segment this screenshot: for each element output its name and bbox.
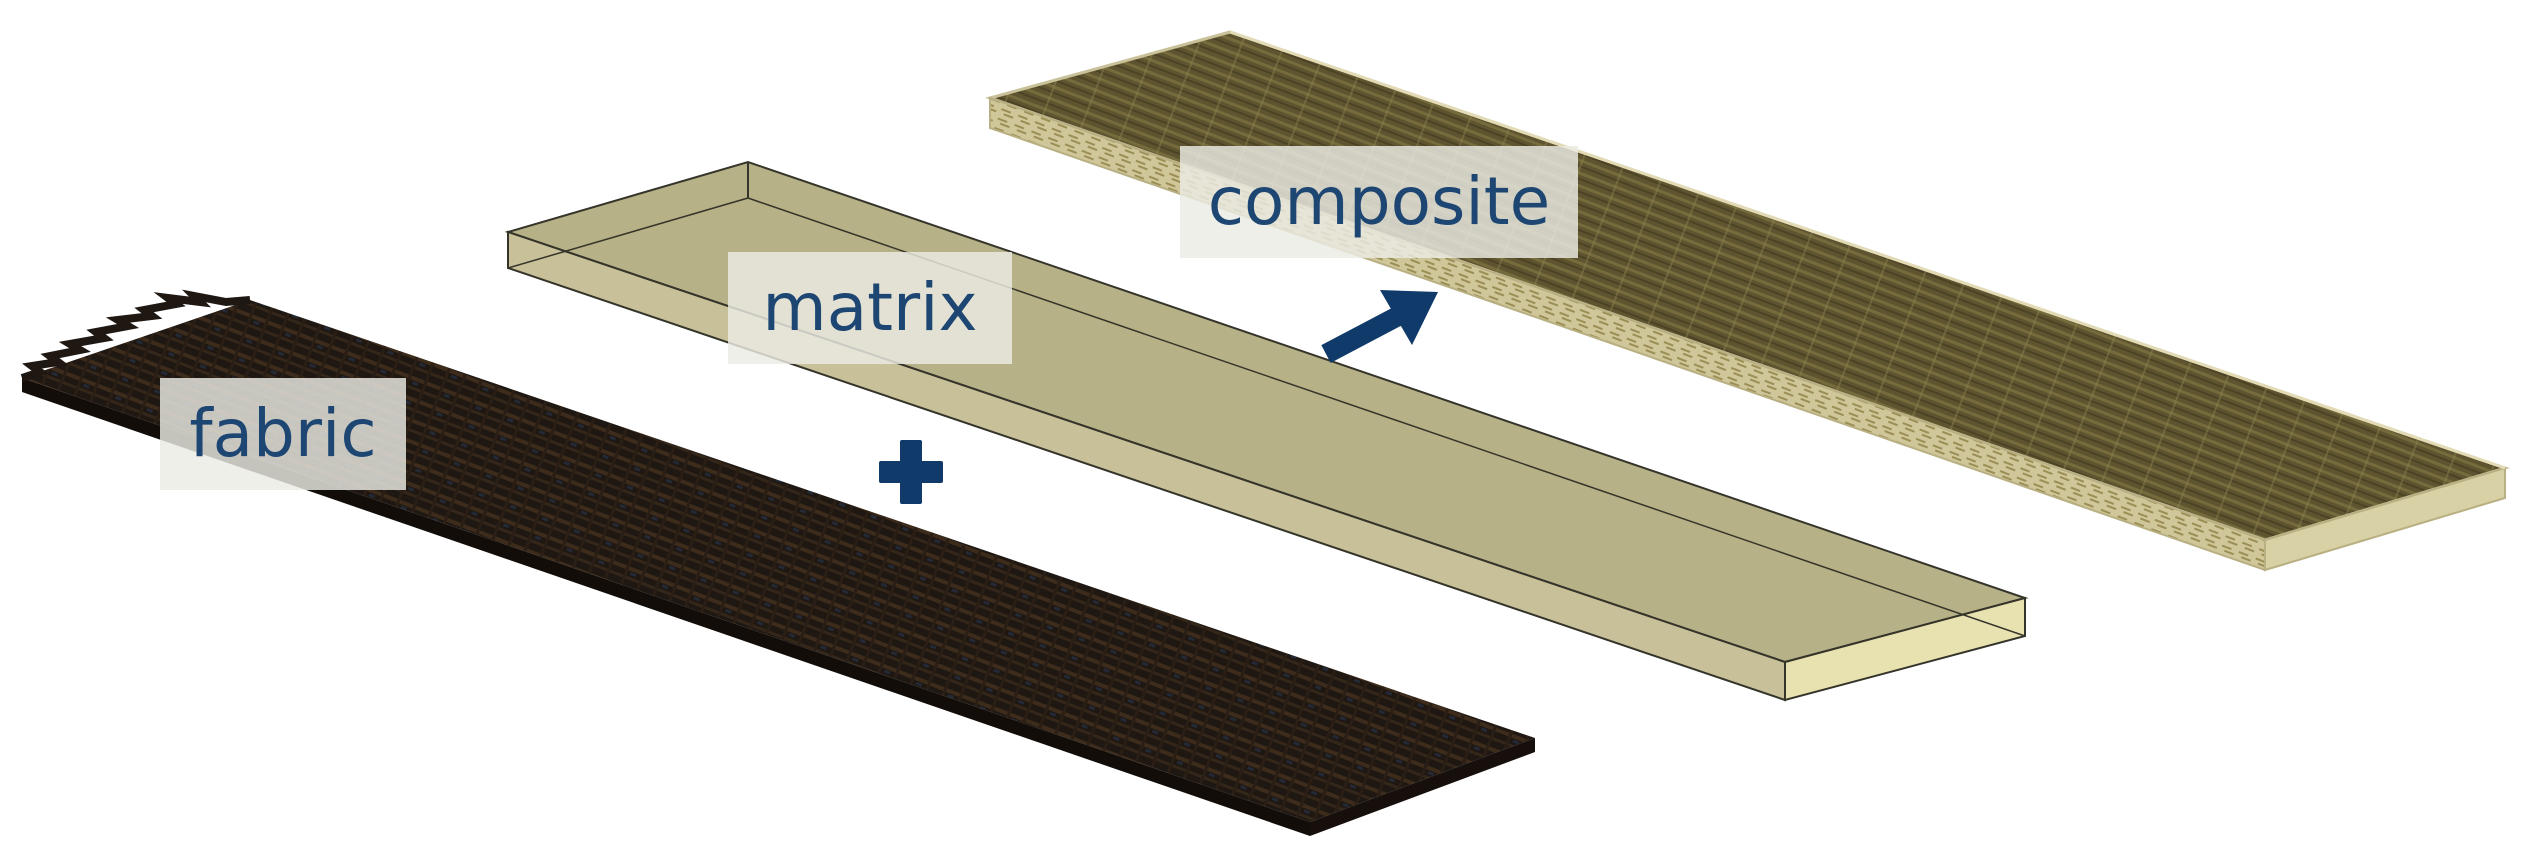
arrow-icon: [1321, 290, 1438, 363]
fabric-label-text: fabric: [189, 395, 377, 472]
matrix-label: matrix: [728, 252, 1012, 364]
matrix-label-text: matrix: [762, 269, 978, 346]
fabric-front-edge: [22, 378, 1310, 836]
composite-label: composite: [1180, 146, 1578, 258]
fabric-label: fabric: [160, 378, 406, 490]
composite-label-text: composite: [1207, 163, 1551, 240]
composite-ridge: [1229, 30, 2506, 470]
composite-end-face: [2264, 466, 2506, 572]
fabric-end-edge: [1310, 738, 1535, 836]
matrix-back-bottom-edge: [507, 197, 749, 269]
fabric-jagged-edge: [20, 289, 251, 382]
plus-icon: [879, 440, 943, 504]
